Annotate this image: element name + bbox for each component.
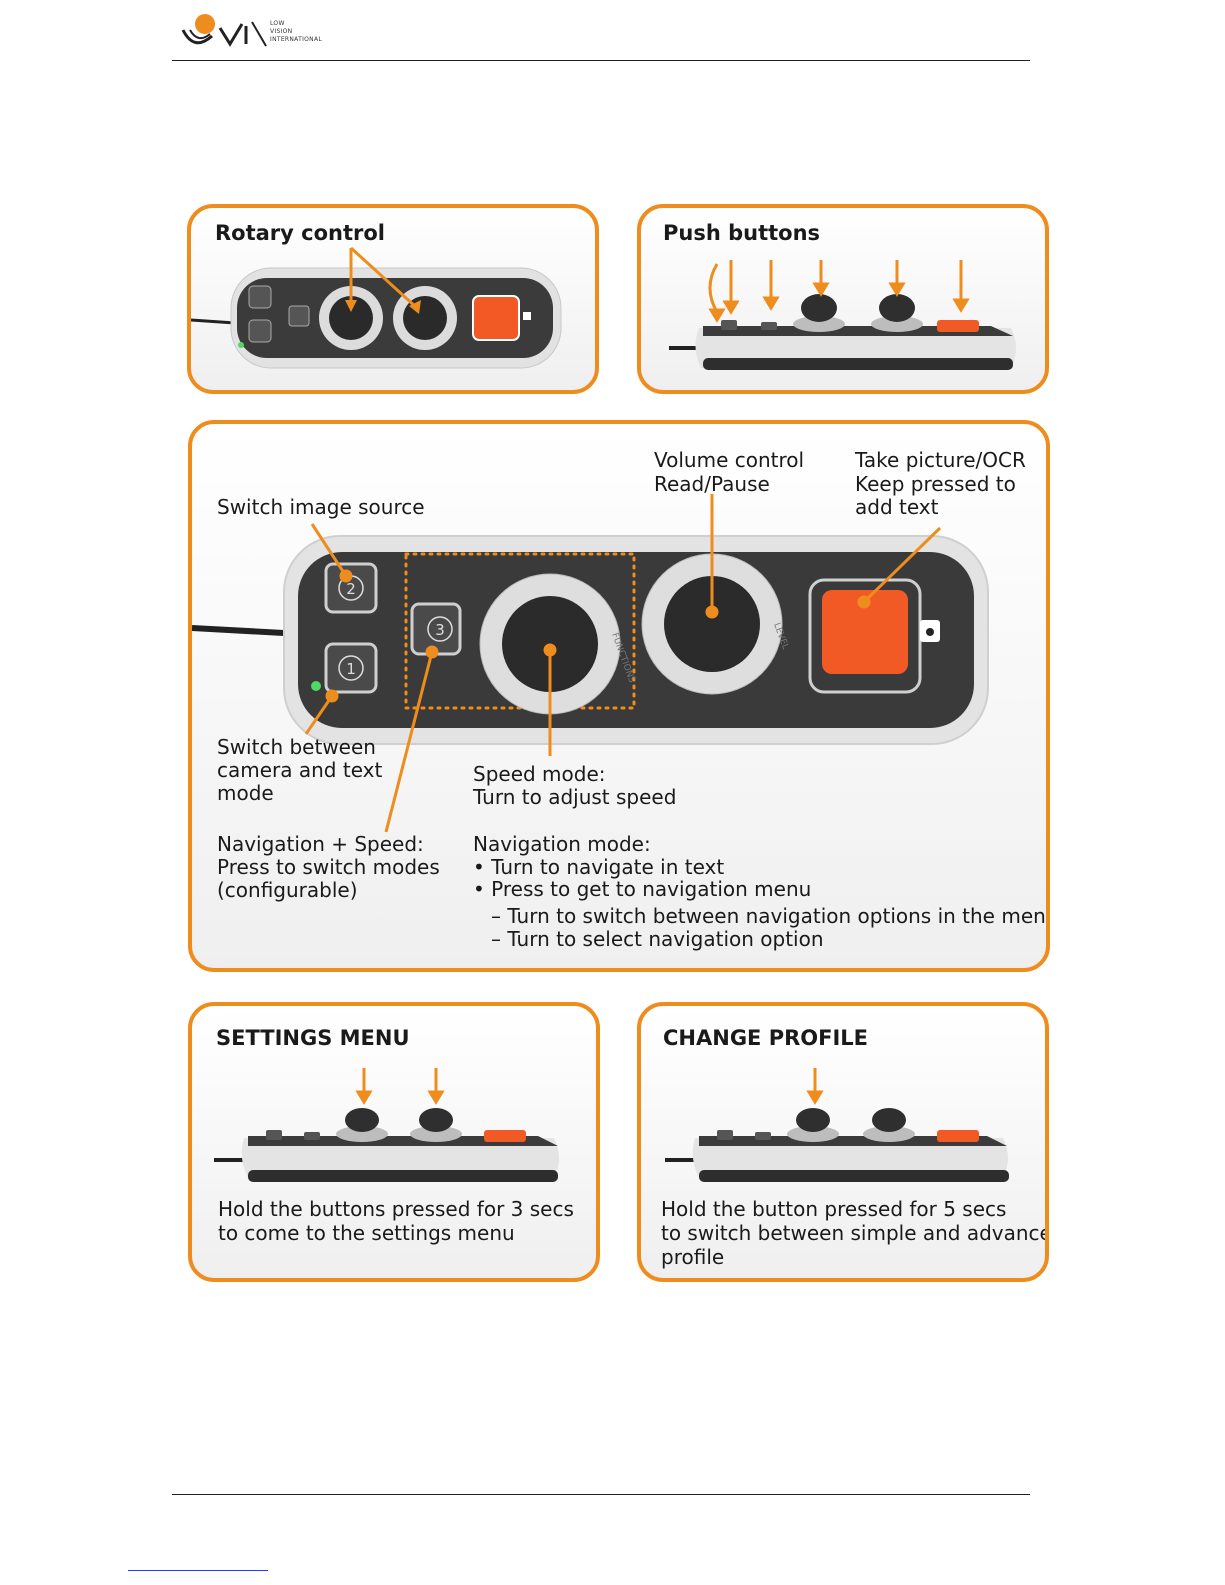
lvi-logo-icon xyxy=(181,14,267,47)
profile-caption-1: Hold the button pressed for 5 secs xyxy=(661,1197,1007,1221)
label-take-picture-3: add text xyxy=(855,495,939,519)
footer-link-underline[interactable] xyxy=(128,1570,268,1571)
label-speed-mode-1: Speed mode: xyxy=(473,762,606,786)
panel-push-buttons: Push buttons xyxy=(637,204,1049,394)
nav-mode-subitem-2: – Turn to select navigation option xyxy=(491,927,824,951)
nav-mode-bullet-2-text: Press to get to navigation menu xyxy=(491,877,812,901)
label-nav-speed-2: Press to switch modes xyxy=(217,855,440,879)
nav-mode-bullet-2: • Press to get to navigation menu xyxy=(473,877,812,901)
button-3-label: 3 xyxy=(435,621,445,639)
profile-caption-2: to switch between simple and advanced xyxy=(661,1221,1049,1245)
panel-title-settings: SETTINGS MENU xyxy=(216,1026,410,1050)
logo-sub-2: VISION xyxy=(270,28,293,35)
label-take-picture-1: Take picture/OCR xyxy=(855,448,1026,472)
logo-sub-1: LOW xyxy=(270,20,285,27)
panel-title-profile: CHANGE PROFILE xyxy=(663,1026,869,1050)
settings-caption-1: Hold the buttons pressed for 3 secs xyxy=(218,1197,574,1221)
profile-device-illustration xyxy=(665,1068,1009,1182)
label-volume-1: Volume control xyxy=(654,448,805,472)
lvi-logo: LOW VISION INTERNATIONAL xyxy=(180,10,330,50)
label-switch-mode-2: camera and text xyxy=(217,758,383,782)
panel-title-rotary: Rotary control xyxy=(215,221,386,245)
nav-mode-bullet-1-text: Turn to navigate in text xyxy=(491,855,725,879)
label-volume-2: Read/Pause xyxy=(654,472,770,496)
nav-mode-bullet-1: • Turn to navigate in text xyxy=(473,855,725,879)
label-nav-mode-title: Navigation mode: xyxy=(473,832,651,856)
button-1-label: 1 xyxy=(346,660,356,678)
label-switch-mode-3: mode xyxy=(217,781,274,805)
settings-device-illustration xyxy=(214,1068,559,1182)
panel-rotary-control: Rotary control xyxy=(187,204,599,394)
label-nav-speed-1: Navigation + Speed: xyxy=(217,832,424,856)
label-take-picture-2: Keep pressed to xyxy=(855,472,1016,496)
label-speed-mode-2: Turn to adjust speed xyxy=(473,785,677,809)
label-switch-mode-1: Switch between xyxy=(217,735,376,759)
header-rule xyxy=(172,60,1030,61)
label-nav-speed-3: (configurable) xyxy=(217,878,358,902)
panel-title-push: Push buttons xyxy=(663,221,821,245)
panel-settings-menu: SETTINGS MENU Hold the buttons pressed f… xyxy=(188,1002,600,1282)
settings-caption-2: to come to the settings menu xyxy=(218,1221,515,1245)
panel-change-profile: CHANGE PROFILE Hold the button pressed f… xyxy=(637,1002,1049,1282)
main-device-illustration: 2 1 3 FUNCTIONS LEVEL xyxy=(192,494,989,833)
button-2-label: 2 xyxy=(346,580,356,598)
profile-caption-3: profile xyxy=(661,1245,725,1269)
footer-rule xyxy=(172,1494,1030,1495)
logo-sub-3: INTERNATIONAL xyxy=(270,36,323,43)
push-device-illustration xyxy=(669,260,1016,370)
nav-mode-subitem-1: – Turn to switch between navigation opti… xyxy=(491,904,1050,928)
rotary-device-illustration xyxy=(191,246,562,369)
label-switch-image-source: Switch image source xyxy=(217,495,425,519)
panel-main-diagram: 2 1 3 FUNCTIONS LEVEL Switch image sourc… xyxy=(188,420,1050,972)
